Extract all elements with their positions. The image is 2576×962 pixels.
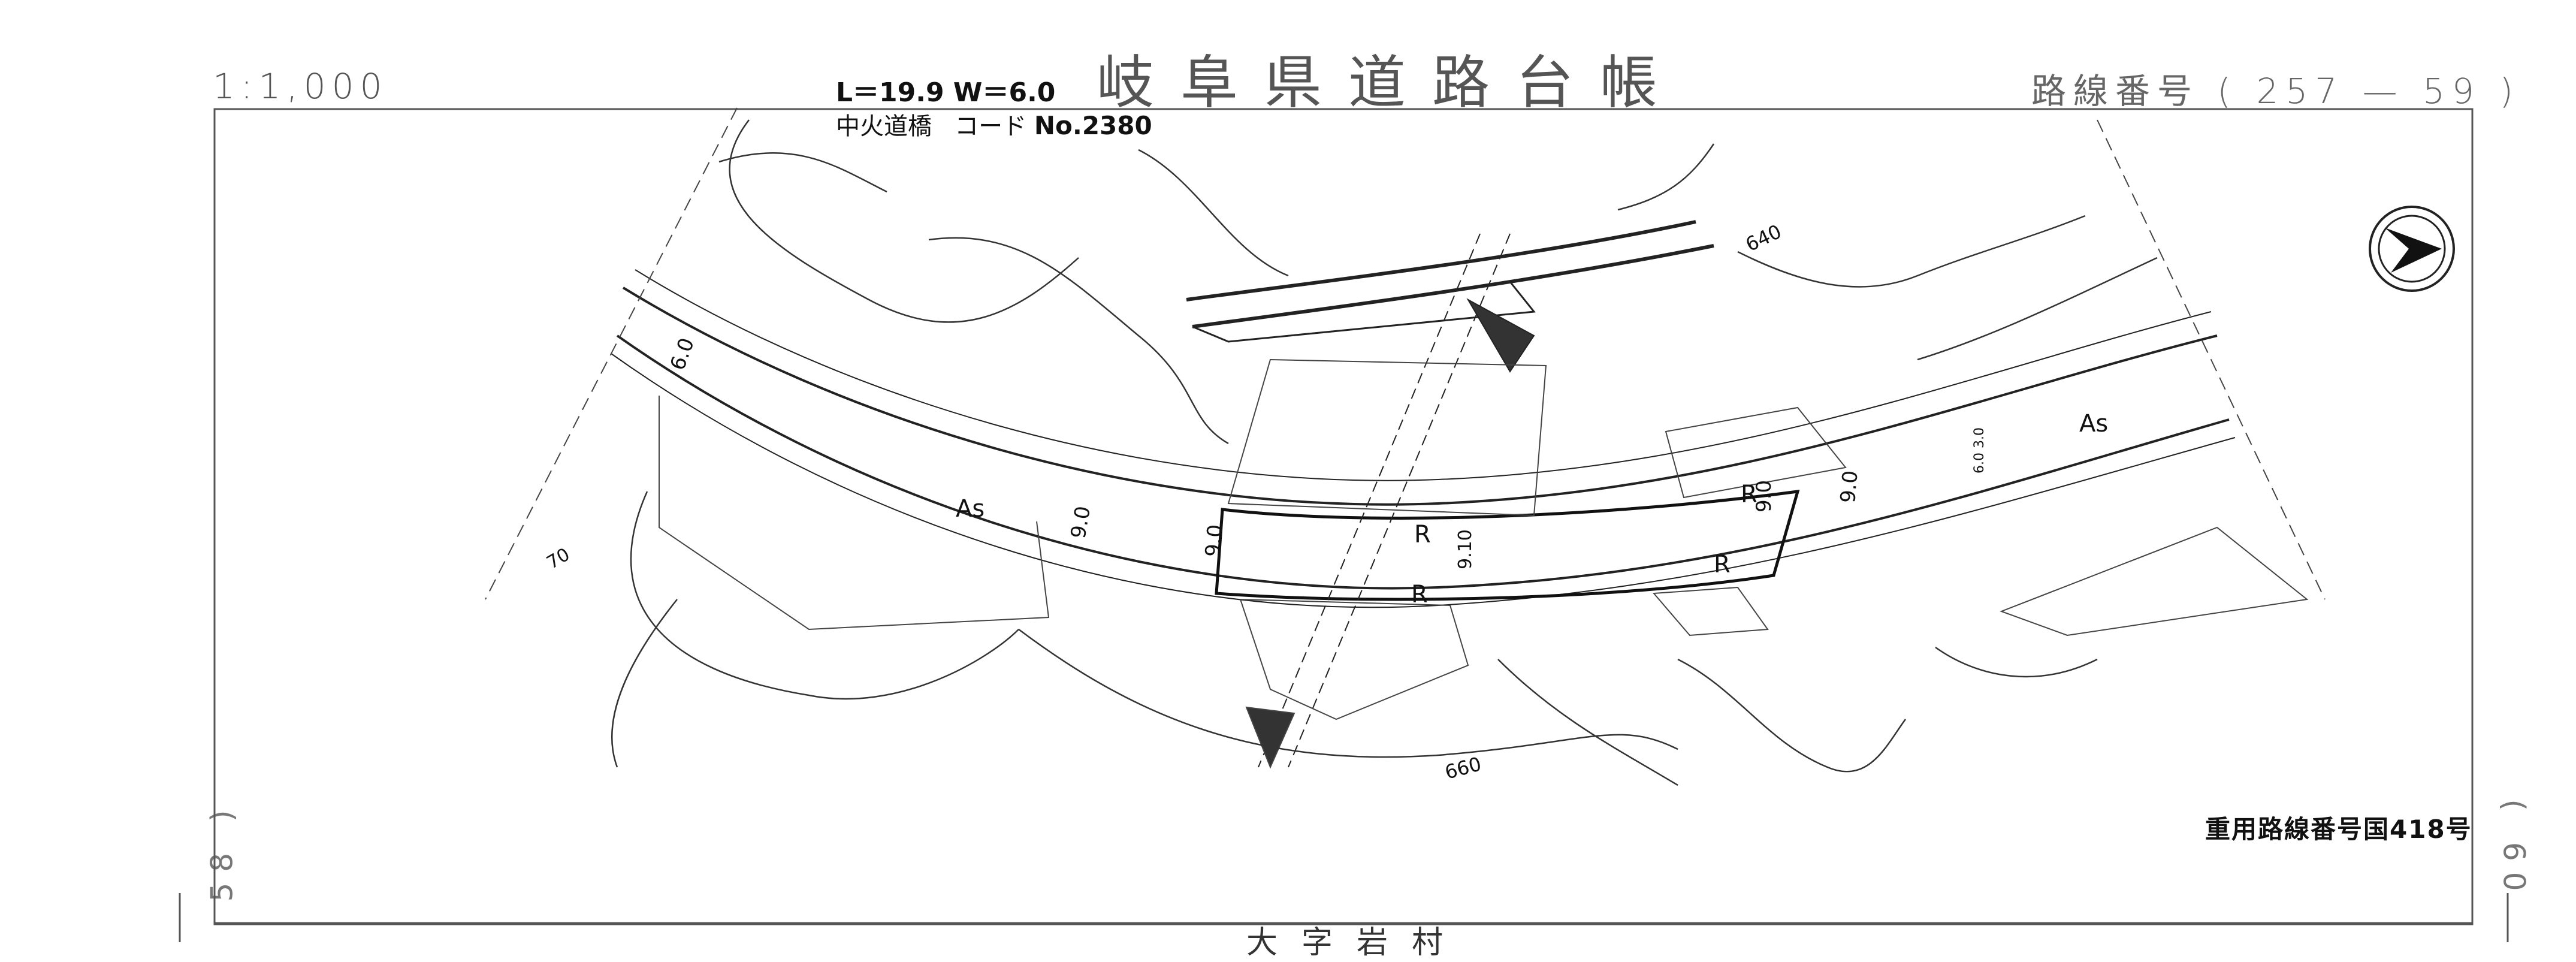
- road-map-drawing: As As R R R R 6.0 9.0 9.0 9.10 9.0 9.0 6…: [179, 107, 2509, 942]
- bridge-r-top: R: [1414, 521, 1431, 548]
- contour-lines: [611, 119, 2158, 786]
- contour-70-label: 70: [543, 544, 574, 574]
- map-frame: [213, 108, 2474, 925]
- wall-r-right-top: R: [1741, 481, 1757, 508]
- national-route-label: 重用路線番号国418号: [2205, 815, 2472, 844]
- bridge-r-bottom: R: [1411, 581, 1428, 608]
- bridge-deck: [1215, 233, 1800, 768]
- construction-lines: [485, 107, 2326, 600]
- route-number: 路線番号 ( 257 — 59 ): [2031, 71, 2520, 111]
- width-label-9-e: 9.0: [1836, 469, 1863, 503]
- width-label-9-c: 9.10: [1455, 529, 1476, 569]
- north-arrow-icon: [2369, 206, 2455, 292]
- retaining-walls: [659, 358, 2309, 769]
- page-title: 岐阜県道路台帳: [1097, 49, 1684, 116]
- width-label-9-b: 9.0: [1201, 523, 1228, 557]
- width-label-9-d: 9.0: [1752, 480, 1776, 512]
- road-edges: [611, 269, 2236, 608]
- bridge-info: 中火道橋 コード No.2380: [836, 107, 1152, 141]
- width-label-right-small: 6.0 3.0: [1972, 427, 1987, 474]
- pavement-as-right: As: [2079, 410, 2108, 438]
- scale-label: 1:1,000: [213, 66, 388, 107]
- wall-r-right-bottom: R: [1714, 551, 1731, 578]
- bridge-code-label: コード: [955, 113, 1027, 140]
- width-label-9-a: 9.0: [1066, 504, 1095, 540]
- bridge-code-number: No.2380: [1034, 111, 1152, 140]
- contour-640-label: 640: [1742, 220, 1784, 256]
- stream-channel: [1186, 220, 1714, 373]
- bridge-dimensions: L＝19.9 W＝6.0: [836, 77, 1056, 108]
- width-label-left: 6.0: [666, 335, 699, 373]
- bridge-name: 中火道橋: [836, 113, 932, 140]
- pavement-as-left: As: [956, 495, 985, 523]
- contour-660-label: 660: [1442, 752, 1484, 784]
